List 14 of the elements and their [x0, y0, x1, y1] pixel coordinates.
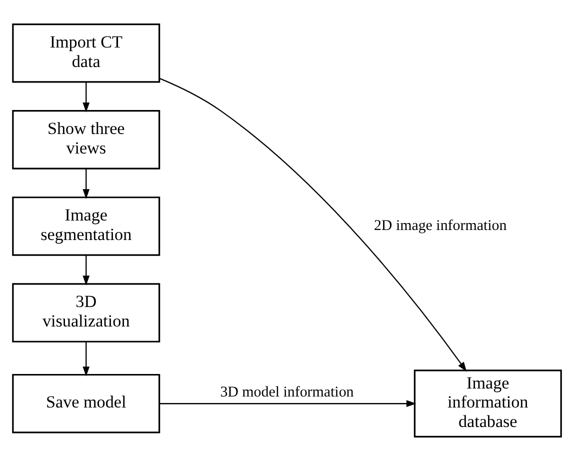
edge-label: 2D image information: [374, 218, 507, 234]
node-box: Import CT data: [12, 23, 160, 83]
edge-label: 3D model information: [220, 384, 354, 400]
arrow: [82, 168, 90, 199]
arrow: [159, 78, 467, 372]
arrow: [82, 255, 90, 286]
node-box: Show three views: [12, 110, 160, 170]
node-box: 3D visualization: [12, 283, 160, 342]
arrow: [82, 82, 90, 112]
arrow: [159, 400, 416, 408]
node-box: Image segmentation: [12, 196, 160, 256]
node-box: Image information database: [414, 370, 562, 438]
node-box: Save model: [12, 374, 160, 434]
arrow: [82, 342, 90, 376]
